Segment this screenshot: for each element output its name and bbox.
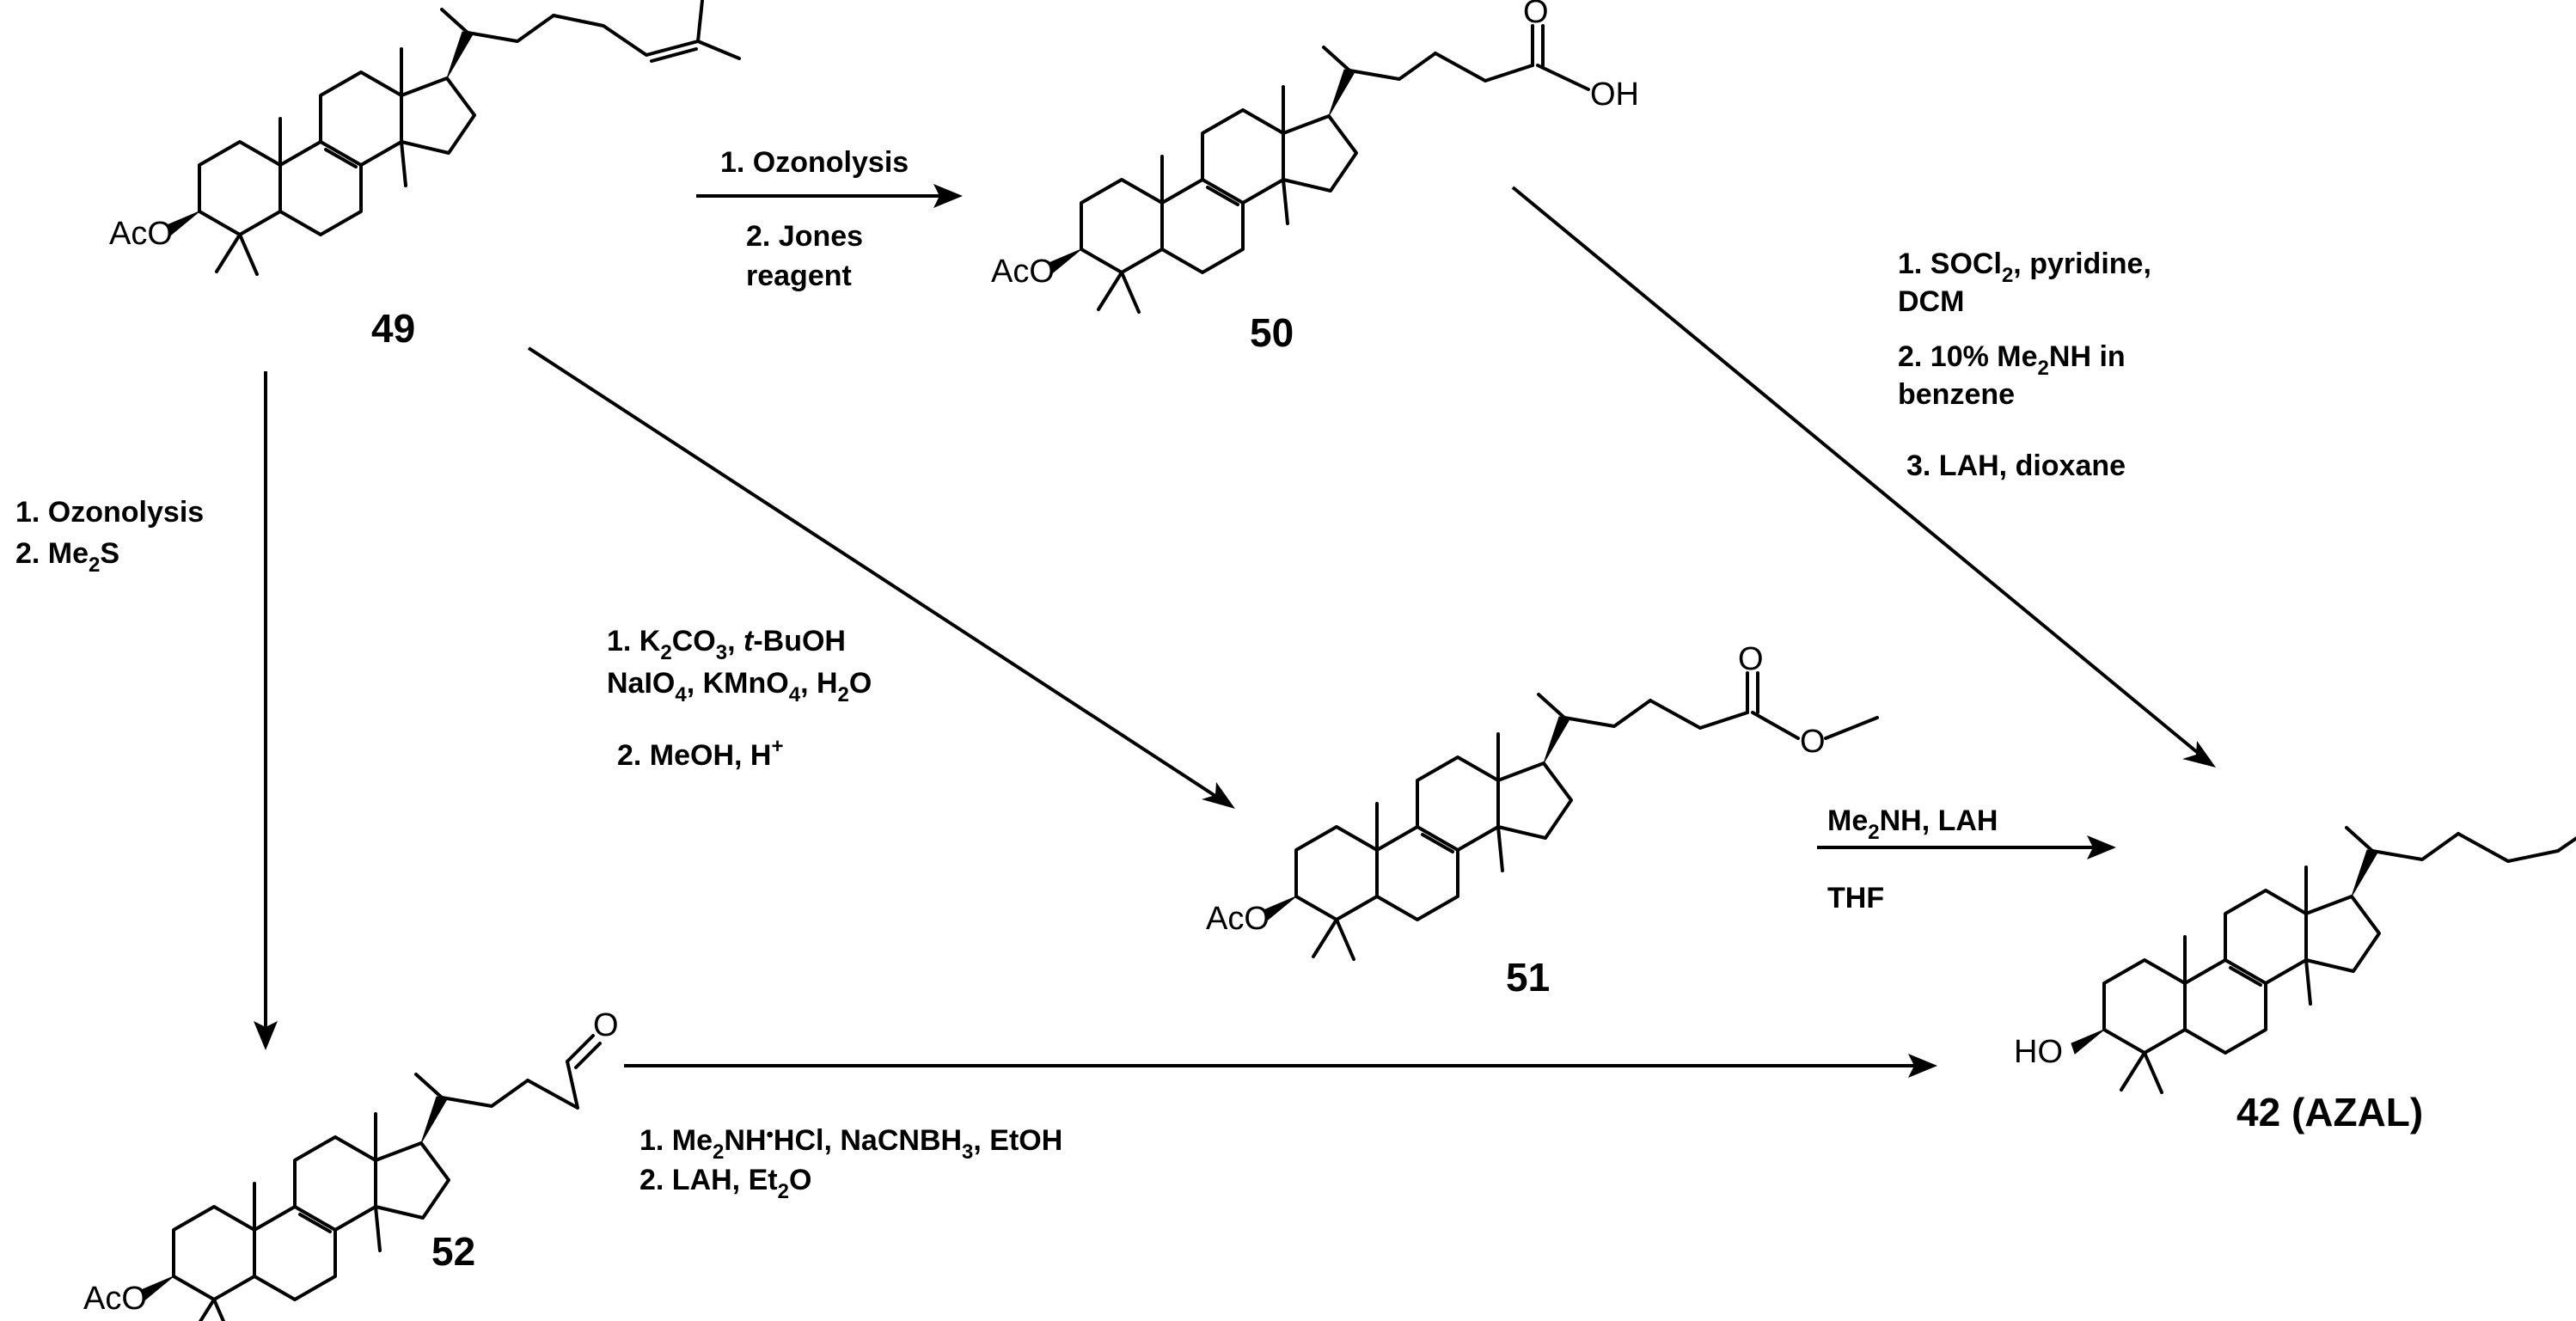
carbonyl-oxygen-51: O [1738, 641, 1764, 677]
reagent-50-42-step2-line2: benzene [1898, 378, 2015, 411]
acetoxy-label-49: AcO [109, 216, 173, 252]
reagent-51-42-bottom: THF [1827, 882, 1884, 914]
reagent-49-50-step1: 1. Ozonolysis [720, 146, 909, 179]
compound-51-structure: AcO O O [1206, 641, 1879, 961]
reagent-51-42-top: Me2NH, LAH [1827, 804, 1998, 844]
ester-oxygen-51: O [1800, 724, 1826, 760]
reagent-52-42-step2: 2. LAH, Et2O [639, 1164, 811, 1203]
reagent-49-51-step2: 2. MeOH, H+ [617, 735, 784, 772]
reagent-50-42-step1-line2: DCM [1898, 285, 1964, 318]
reagent-49-50-step2-line1: 2. Jones [746, 220, 863, 253]
reagent-49-50-step2-line2: reagent [746, 260, 852, 292]
reagent-49-52-step1: 1. Ozonolysis [15, 496, 204, 529]
compound-number-52: 52 [431, 1229, 475, 1274]
reagent-49-51-step1-line2: NaIO4, KMnO4, H2O [607, 667, 872, 706]
compound-52-structure: AcO O [83, 1007, 619, 1321]
arrow-49-to-51 [527, 346, 1235, 809]
hydroxyl-label-42: HO [2014, 1034, 2063, 1070]
reagent-49-52-step2: 2. Me2S [15, 537, 119, 577]
arrow-49-to-52 [254, 371, 278, 1050]
carbonyl-oxygen-52: O [593, 1007, 619, 1043]
reagent-50-42-step1: 1. SOCl2, pyridine, [1898, 248, 2151, 287]
compound-number-42: 42 (AZAL) [2236, 1090, 2423, 1134]
arrow-52-to-42 [624, 1054, 1937, 1078]
acetoxy-label-50: AcO [991, 254, 1055, 290]
acetoxy-label-52: AcO [83, 1281, 147, 1317]
reagent-52-42-step1: 1. Me2NH•HCl, NaCNBH3, EtOH [639, 1123, 1062, 1164]
compound-number-50: 50 [1250, 310, 1294, 355]
compound-49-structure: AcO [109, 0, 741, 276]
acetoxy-label-51: AcO [1206, 901, 1270, 937]
hydroxyl-label-50: OH [1590, 76, 1639, 113]
compound-number-51: 51 [1506, 955, 1550, 1000]
arrow-51-to-42 [1817, 835, 2116, 859]
arrow-50-to-42 [1511, 186, 2216, 768]
reagent-50-42-step2: 2. 10% Me2NH in [1898, 340, 2126, 380]
compound-42-structure: HO N [2014, 826, 2576, 1094]
reagent-50-42-step3: 3. LAH, dioxane [1906, 450, 2126, 482]
reagent-49-51-step1-line1: 1. K2CO3, t-BuOH [607, 625, 846, 664]
carbonyl-oxygen-50: O [1523, 0, 1549, 30]
arrow-49-to-50 [696, 184, 963, 208]
compound-number-49: 49 [371, 306, 415, 351]
compound-50-structure: AcO O OH [991, 0, 1639, 314]
